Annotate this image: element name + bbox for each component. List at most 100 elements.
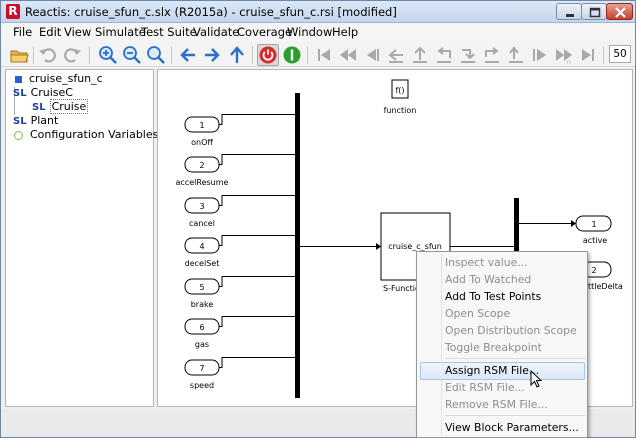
step-back-out-icon[interactable] <box>434 45 454 65</box>
toolbar-separator <box>252 46 253 64</box>
outport-label: ttleDelta <box>588 282 623 291</box>
context-menu-hover-highlight <box>420 362 585 380</box>
close-button[interactable] <box>606 3 633 20</box>
up-arrow-icon[interactable] <box>227 45 247 65</box>
toolbar-separator <box>307 46 308 64</box>
tree-item-label: Configuration Variables <box>30 128 159 141</box>
back-arrow-icon[interactable] <box>178 45 198 65</box>
inport-number: 5 <box>199 283 204 292</box>
menu-file[interactable]: File <box>13 25 33 39</box>
toolbar-separator <box>33 46 34 64</box>
step-count-input[interactable]: 50 <box>609 45 631 63</box>
menu-test-suite[interactable]: Test Suite <box>141 25 197 39</box>
outport-1[interactable]: 1 active <box>575 215 612 245</box>
function-block-text: f() <box>395 86 404 95</box>
inport-label: accelResume <box>176 178 229 187</box>
menu-simulate[interactable]: Simulate <box>95 25 146 39</box>
model-icon <box>15 75 22 83</box>
menu-bar: File Edit View Simulate Test Suite Valid… <box>1 23 635 42</box>
config-variables-icon <box>14 130 23 140</box>
fast-back-icon[interactable] <box>338 45 358 65</box>
step-back-into-icon[interactable] <box>386 45 406 65</box>
menu-item-open-distribution-scope[interactable]: Open Distribution Scope <box>445 324 577 337</box>
menu-coverage[interactable]: Coverage <box>237 25 293 39</box>
simulink-icon: SL <box>13 88 27 99</box>
inport-5[interactable]: 5 brake <box>184 276 295 310</box>
minimize-button[interactable] <box>556 3 582 20</box>
step-back-icon[interactable] <box>362 45 382 65</box>
menu-item-toggle-breakpoint[interactable]: Toggle Breakpoint <box>445 341 542 354</box>
go-to-start-icon[interactable] <box>314 45 334 65</box>
power-off-icon[interactable] <box>257 44 279 66</box>
inport-2[interactable]: 2 accelResume <box>176 154 295 188</box>
inport-6[interactable]: 6 gas <box>184 316 295 350</box>
context-menu-separator <box>445 358 585 359</box>
go-to-end-icon[interactable] <box>578 45 598 65</box>
menu-item-add-to-test-points[interactable]: Add To Test Points <box>445 290 542 303</box>
title-bar[interactable]: R Reactis: cruise_sfun_c.slx (R2015a) - … <box>1 1 635 23</box>
menu-item-assign-rsm-file[interactable]: Assign RSM File... <box>445 364 540 377</box>
step-out-icon[interactable] <box>506 45 526 65</box>
toolbar: n <box>1 42 635 67</box>
tree-guide-line <box>14 87 15 115</box>
zoom-in-icon[interactable] <box>98 45 118 65</box>
inport-7[interactable]: 7 speed <box>184 357 295 391</box>
menu-validate[interactable]: Validate <box>193 25 240 39</box>
mux-block[interactable] <box>295 93 300 398</box>
open-folder-icon[interactable] <box>9 45 29 65</box>
step-into-icon[interactable] <box>458 45 478 65</box>
menu-item-inspect-value[interactable]: Inspect value... <box>445 256 528 269</box>
inport-number: 3 <box>199 202 204 211</box>
inport-3[interactable]: 3 cancel <box>184 195 295 229</box>
maximize-icon <box>589 7 601 18</box>
menu-view[interactable]: View <box>64 25 92 39</box>
outport-number: 2 <box>591 266 596 275</box>
mouse-pointer-icon <box>530 370 543 388</box>
signal-arrow <box>376 243 381 250</box>
forward-arrow-icon[interactable] <box>202 45 222 65</box>
inport-label: brake <box>191 300 214 309</box>
toolbar-separator <box>603 46 604 64</box>
inport-number: 4 <box>199 242 204 251</box>
inport-number: 7 <box>199 364 204 373</box>
tree-item-label: Cruise <box>49 99 89 114</box>
outport-label: active <box>583 236 607 245</box>
inport-label: decelSet <box>185 259 220 268</box>
run-icon[interactable] <box>282 45 302 65</box>
toolbar-separator <box>171 46 172 64</box>
menu-item-add-to-watched[interactable]: Add To Watched <box>445 273 532 286</box>
zoom-fit-icon[interactable] <box>146 45 166 65</box>
step-forward-icon[interactable] <box>530 45 550 65</box>
undo-icon[interactable] <box>38 45 58 65</box>
menu-item-remove-rsm-file[interactable]: Remove RSM File... <box>445 398 548 411</box>
demux-block[interactable] <box>514 198 519 258</box>
sfunction-block-label: S-Functio <box>383 284 420 293</box>
simulink-icon: SL <box>13 116 27 127</box>
menu-edit[interactable]: Edit <box>39 25 62 39</box>
function-block[interactable] <box>391 79 409 99</box>
inport-label: onOff <box>191 138 213 147</box>
menu-help[interactable]: Help <box>332 25 359 39</box>
menu-item-open-scope[interactable]: Open Scope <box>445 307 511 320</box>
menu-item-edit-rsm-file[interactable]: Edit RSM File... <box>445 381 525 394</box>
maximize-button[interactable] <box>581 3 607 20</box>
menu-window[interactable]: Window <box>287 25 333 39</box>
simulink-icon: SL <box>32 102 46 113</box>
tree-item-configuration-variables[interactable]: Configuration Variables <box>14 128 158 142</box>
inport-1[interactable]: 1 onOff <box>184 114 295 148</box>
inport-4[interactable]: 4 decelSet <box>184 235 295 269</box>
inport-label: speed <box>190 381 214 390</box>
step-back-over-icon[interactable] <box>410 45 430 65</box>
fast-forward-icon[interactable]: n <box>554 45 574 66</box>
tree-root-item[interactable]: cruise_sfun_c <box>15 72 103 86</box>
redo-icon[interactable] <box>62 45 82 65</box>
zoom-out-icon[interactable] <box>122 45 142 65</box>
step-over-icon[interactable] <box>482 45 502 65</box>
menu-item-view-block-parameters[interactable]: View Block Parameters... <box>445 421 579 434</box>
block-context-menu: Inspect value... Add To Watched Add To T… <box>416 251 588 438</box>
